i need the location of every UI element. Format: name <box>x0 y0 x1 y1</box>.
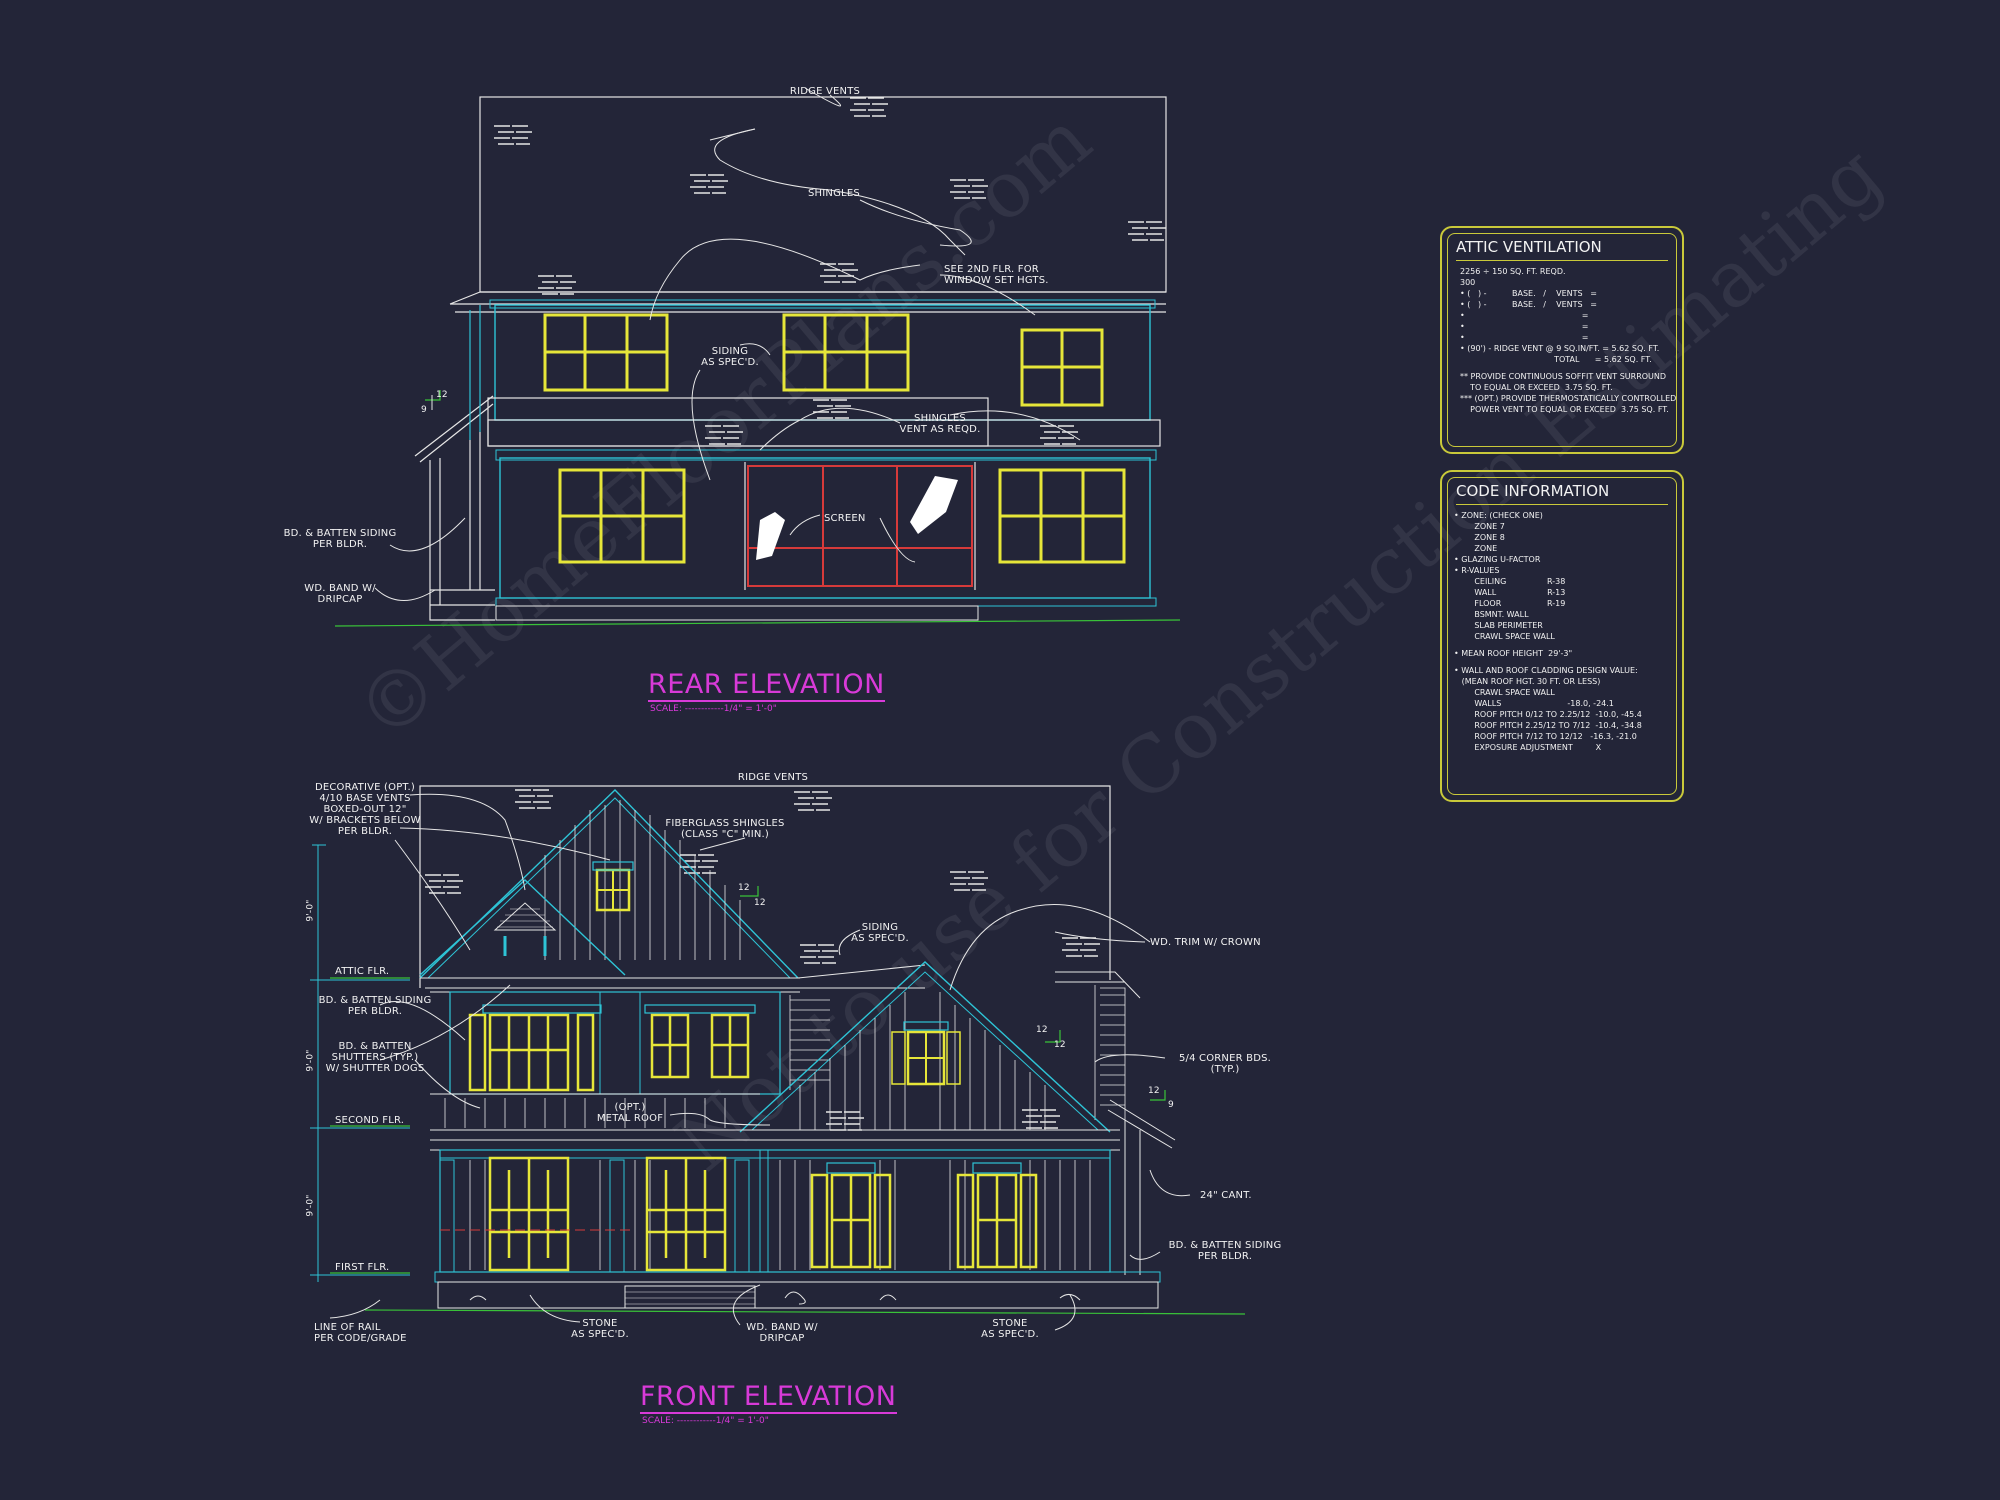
panel-line: • R-VALUES <box>1454 566 1500 575</box>
front-wd-band-label: WD. BAND W/ DRIPCAP <box>746 1322 818 1344</box>
code-information-title: CODE INFORMATION <box>1456 478 1668 505</box>
rear-see-2nd-flr-label: SEE 2nd FLR. FOR WINDOW SET HGTS. <box>944 264 1049 286</box>
front-pitch-12e: 12 <box>1148 1086 1160 1096</box>
front-bd-batten-right-label: BD. & BATTEN SIDING PER BLDR. <box>1168 1240 1282 1262</box>
front-stone-left-label: STONE AS SPEC'D. <box>571 1318 629 1340</box>
panel-line: • ZONE: (CHECK ONE) <box>1454 511 1543 520</box>
front-fiberglass-label: FIBERGLASS SHINGLES (CLASS "C" MIN.) <box>665 818 785 840</box>
rear-ridge-vents-label: RIDGE VENTS <box>789 86 861 97</box>
front-elevation-scale: SCALE: ------------1/4" = 1'-0" <box>642 1416 769 1426</box>
front-elevation <box>310 785 1246 1331</box>
panel-line: • = <box>1460 333 1589 342</box>
panel-line: FLOOR R-19 <box>1454 599 1566 608</box>
rear-1st-wall <box>499 457 1151 599</box>
panel-line: WALLS -18.0, -24.1 <box>1454 699 1614 708</box>
front-pitch-12c: 12 <box>1036 1025 1048 1035</box>
panel-line: • GLAZING U-FACTOR <box>1454 555 1541 564</box>
rear-pitch-9: 9 <box>421 405 427 415</box>
panel-line: BSMNT. WALL <box>1454 610 1529 619</box>
front-cant-label: 24" CANT. <box>1200 1190 1252 1201</box>
panel-line: *** (OPT.) PROVIDE THERMOSTATICALLY CONT… <box>1460 394 1677 403</box>
attic-ventilation-panel: ATTIC VENTILATION 2256 ÷ 150 sq. ft. REQ… <box>1440 226 1684 454</box>
attic-ventilation-lines: 2256 ÷ 150 sq. ft. REQD. 300 • ( ) - BASE.… <box>1460 266 1677 415</box>
panel-line: CRAWL SPACE WALL <box>1454 632 1555 641</box>
panel-line: ROOF PITCH 0/12 TO 2.25/12 -10.0, -45.4 <box>1454 710 1642 719</box>
rear-wd-band-label: WD. BAND W/ DRIPCAP <box>304 583 376 605</box>
panel-line: POWER VENT TO EQUAL OR EXCEED 3.75 SQ. F… <box>1460 405 1669 414</box>
front-dim-second: 9'-0" <box>305 1049 316 1072</box>
attic-ventilation-title: ATTIC VENTILATION <box>1456 234 1668 261</box>
panel-line: TO EQUAL OR EXCEED 3.75 SQ. FT. <box>1460 383 1613 392</box>
front-ridge-vents-label: RIDGE VENTS <box>737 772 809 783</box>
panel-line: • = <box>1460 311 1589 320</box>
panel-line: • (90') - RIDGE VENT @ 9 sq.in/ft. = 5.6… <box>1460 344 1660 353</box>
rear-shingles-vent-label: SHINGLES VENT AS REQD. <box>899 413 981 435</box>
rear-bd-batten-label: BD. & BATTEN SIDING PER BLDR. <box>283 528 397 550</box>
rear-2nd-wall <box>494 304 1151 421</box>
front-dim-attic: 9'-0" <box>305 899 316 922</box>
rear-pitch-12: 12 <box>436 390 448 400</box>
front-second-flr-label: SECOND FLR. <box>335 1115 405 1126</box>
code-information-panel: CODE INFORMATION • ZONE: (CHECK ONE) ZON… <box>1440 470 1684 802</box>
panel-line: ROOF PITCH 7/12 TO 12/12 -16.3, -21.0 <box>1454 732 1637 741</box>
panel-line: • MEAN ROOF HEIGHT 29'-3" <box>1454 649 1573 658</box>
panel-line: 2256 ÷ 150 sq. ft. REQD. <box>1460 267 1566 276</box>
front-dim-first: 9'-0" <box>305 1194 316 1217</box>
front-pitch-12d: 12 <box>1054 1040 1066 1050</box>
panel-line: ZONE 8 <box>1454 533 1505 542</box>
panel-line: • ( ) - BASE. / VENTS = <box>1460 289 1597 298</box>
front-shutters-label: BD. & BATTEN SHUTTERS (TYP.) W/ SHUTTER … <box>325 1041 425 1074</box>
panel-line: ZONE <box>1454 544 1498 553</box>
panel-line: • WALL AND ROOF CLADDING DESIGN VALUE: <box>1454 666 1638 675</box>
panel-line: ** PROVIDE CONTINUOUS SOFFIT VENT SURROU… <box>1460 372 1667 381</box>
front-bd-batten-left-label: BD. & BATTEN SIDING PER BLDR. <box>318 995 432 1017</box>
rear-elevation-scale: SCALE: ------------1/4" = 1'-0" <box>650 704 777 714</box>
front-pitch-12b: 12 <box>754 898 766 908</box>
panel-line: • = <box>1460 322 1589 331</box>
rear-screen-label: SCREEN <box>824 513 866 524</box>
front-pitch-9: 9 <box>1168 1100 1174 1110</box>
panel-line: CEILING R-38 <box>1454 577 1566 586</box>
front-decorative-label: DECORATIVE (OPT.) 4/10 BASE VENTS BOXED-… <box>309 782 421 837</box>
front-elevation-title: FRONT ELEVATION <box>640 1381 897 1414</box>
panel-line: ZONE 7 <box>1454 522 1505 531</box>
front-pitch-12a: 12 <box>738 883 750 893</box>
panel-line: TOTAL = 5.62 SQ. FT. <box>1460 355 1652 364</box>
panel-line: CRAWL SPACE WALL <box>1454 688 1555 697</box>
panel-line: ROOF PITCH 2.25/12 TO 7/12 -10.4, -34.8 <box>1454 721 1642 730</box>
front-line-of-rail-label: LINE OF RAIL PER CODE/GRADE <box>314 1322 407 1344</box>
code-information-lines: • ZONE: (CHECK ONE) ZONE 7 ZONE 8 ZONE • … <box>1454 510 1670 753</box>
front-wd-trim-label: WD. TRIM W/ CROWN <box>1150 937 1261 948</box>
front-first-flr-label: FIRST FLR. <box>335 1262 390 1273</box>
panel-line: • ( ) - BASE. / VENTS = <box>1460 300 1597 309</box>
front-corner-bds-label: 5/4 CORNER BDS. (TYP.) <box>1178 1053 1272 1075</box>
rear-elevation-title: REAR ELEVATION <box>648 669 885 702</box>
front-attic-flr-label: ATTIC FLR. <box>335 966 390 977</box>
panel-line: 300 <box>1460 278 1476 287</box>
panel-line: SLAB PERIMETER <box>1454 621 1543 630</box>
front-stone-right-label: STONE AS SPEC'D. <box>981 1318 1039 1340</box>
panel-line: (MEAN ROOF HGT. 30 FT. OR LESS) <box>1454 677 1601 686</box>
panel-line: WALL R-13 <box>1454 588 1566 597</box>
rear-siding-label: SIDING AS SPEC'D. <box>701 346 759 368</box>
rear-shingles-label: SHINGLES <box>808 188 860 199</box>
panel-line: EXPOSURE ADJUSTMENT x <box>1454 743 1602 752</box>
rear-elevation <box>334 87 1181 627</box>
front-opt-metal-label: (OPT.) METAL ROOF <box>596 1102 664 1124</box>
front-siding-label: SIDING AS SPEC'D. <box>851 922 909 944</box>
